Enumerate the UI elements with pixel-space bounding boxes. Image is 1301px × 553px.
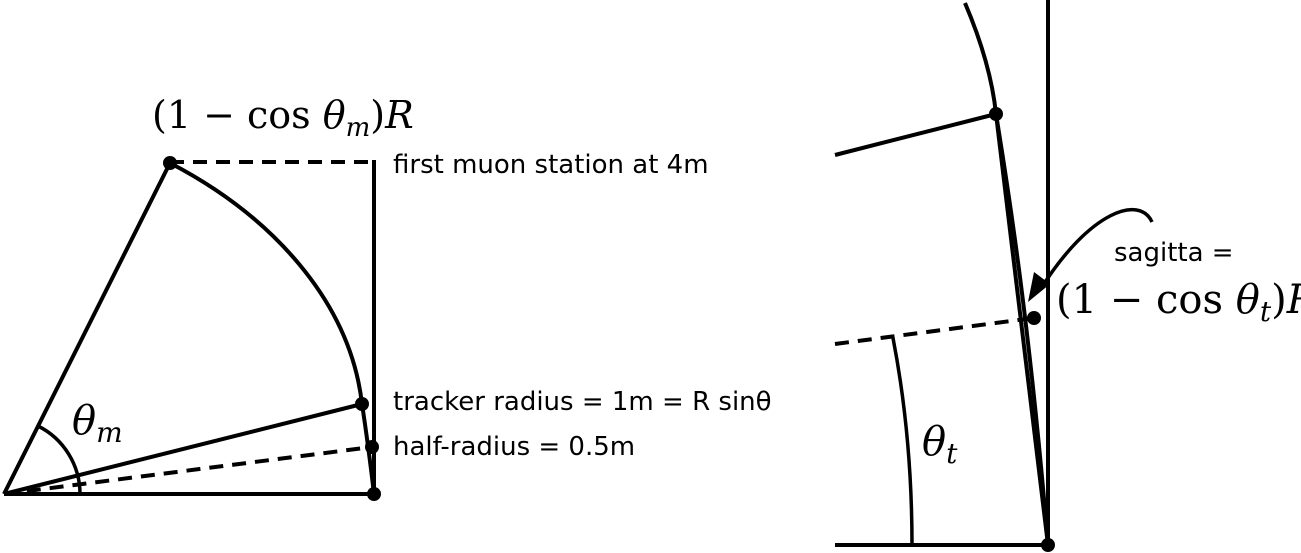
theta-t-angle-arc [891,337,914,546]
left-points [163,156,381,501]
right-diagram [834,0,1154,547]
right-upper-radius-line [834,112,997,157]
sagitta-point [1027,311,1041,325]
right-dashed-line [834,316,1035,346]
tracker-radius-line [3,402,363,496]
tracker-label: tracker radius = 1m = R sinθ [393,387,772,417]
half-radius-label: half-radius = 0.5m [393,432,635,462]
top-formula-label: (1 − cos θm)R [152,93,414,143]
station-point [163,156,177,170]
right-chord-line [994,113,1050,546]
origin-end-point [367,487,381,501]
station-label: first muon station at 4m [393,150,709,180]
right-upper-point [989,107,1003,121]
right-points [989,107,1055,552]
sagitta-label: sagitta = [1114,238,1234,268]
half-radius-dashed-line [3,445,373,496]
right-bottom-point [1041,538,1055,552]
tracker-point [355,397,369,411]
theta-m-label: θm [72,398,123,449]
sagitta-arrowhead [1028,272,1050,302]
left-diagram [2,160,376,496]
half-radius-point [365,440,379,454]
radius-line-to-station [2,162,172,495]
sagitta-formula: (1 − cos θt)R [1056,277,1301,328]
right-arc [963,2,1050,546]
theta-m-angle-arc [37,424,82,495]
sagitta-arrow-curve [1038,207,1154,291]
theta-t-label: θt [922,419,958,470]
